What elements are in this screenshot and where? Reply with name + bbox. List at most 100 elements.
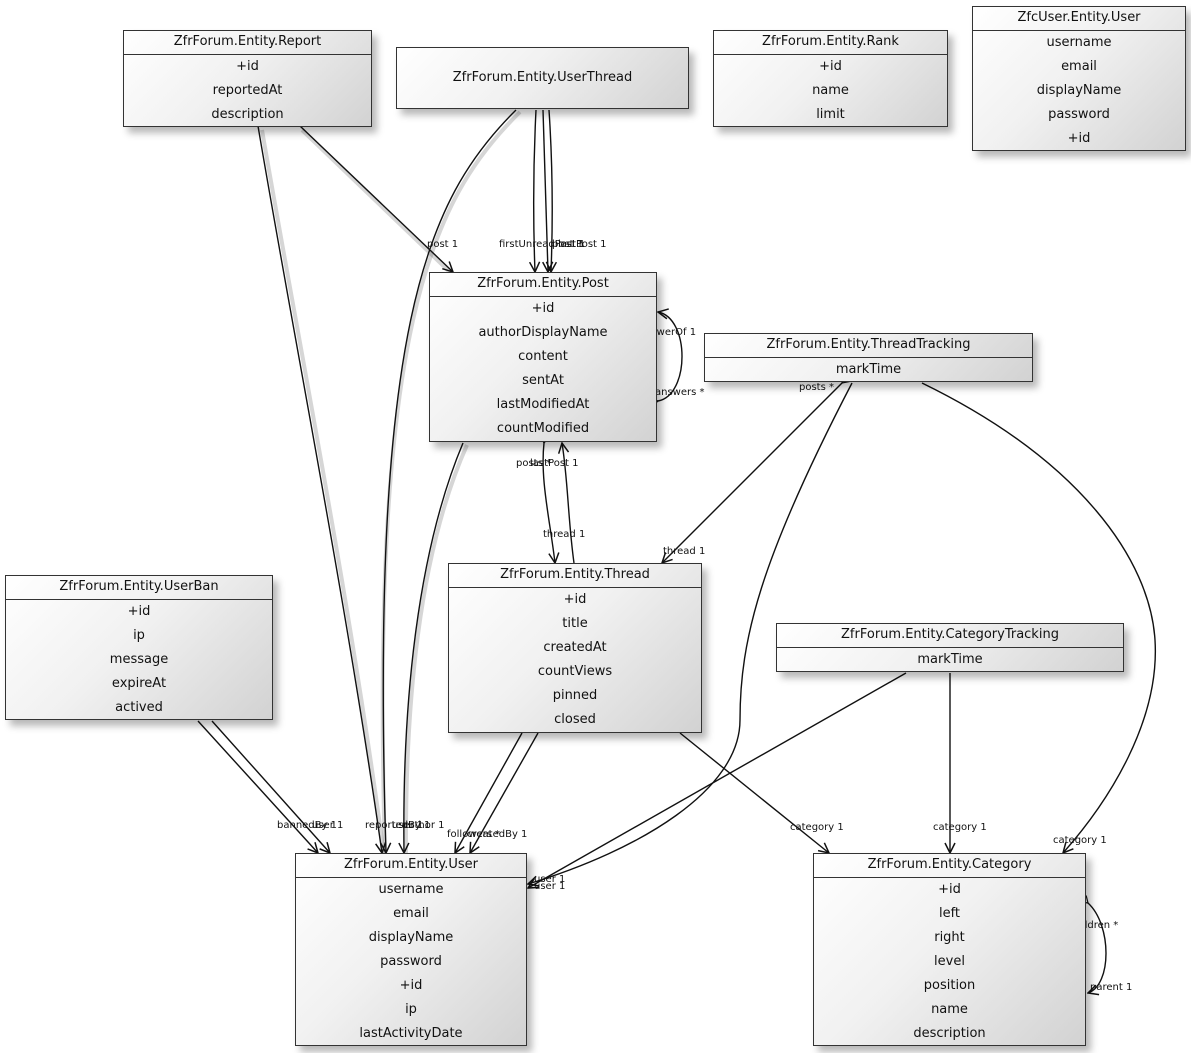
entity-attribute: lastActivityDate <box>359 1026 463 1041</box>
entity-attribute: +id <box>399 978 423 993</box>
label-post-thread: thread 1 <box>543 529 585 540</box>
edge-report-user <box>257 125 382 853</box>
entity-attribute: password <box>1048 107 1110 122</box>
label-tracking-thread: thread 1 <box>663 546 705 557</box>
entity-attribute: message <box>109 652 169 667</box>
entity-attribute: right <box>934 930 965 945</box>
label-post-author: author 1 <box>402 820 445 831</box>
entity-attribute: +id <box>531 301 555 316</box>
label-report-user: user 1 <box>392 820 423 831</box>
edge-ban-bannedby <box>197 720 318 853</box>
label-category-children: children * <box>1070 920 1118 931</box>
label-post-answerof: answerOf 1 <box>639 327 696 338</box>
attribute-list: markTime <box>777 648 1123 672</box>
label-report-post: post 1 <box>427 239 458 250</box>
entity-attribute: countModified <box>496 421 590 436</box>
attribute-list: username email displayName password +id <box>973 31 1185 151</box>
edge-userthread-post-last <box>549 109 552 272</box>
entity-attribute: +id <box>236 59 259 74</box>
entity-attribute: reportedAt <box>212 83 283 98</box>
label-tracking-user: user 1 <box>534 874 565 885</box>
entity-title: ZfrForum.Entity.Post <box>430 273 656 297</box>
label-cattracking-category: category 1 <box>933 822 987 833</box>
attribute-list: +id ip message expireAt actived <box>6 600 272 720</box>
label-post-thread-posts: posts * <box>516 458 551 469</box>
entity-attribute: displayName <box>368 930 454 945</box>
label-report-reportedby: reportedBy 1 <box>365 820 430 831</box>
label-thread-lastpost: lastPost 1 <box>530 458 579 469</box>
entity-report[interactable]: ZfrForum.Entity.Report +id reportedAt desc… <box>123 30 372 127</box>
entity-attribute: position <box>923 978 976 993</box>
entity-attribute: +id <box>1067 131 1091 146</box>
entity-attribute: +id <box>938 882 961 897</box>
entity-category-tracking[interactable]: ZfrForum.Entity.CategoryTracking markTim… <box>776 623 1124 672</box>
edge-thread-lastpost <box>562 443 575 564</box>
entity-thread-tracking[interactable]: ZfrForum.Entity.ThreadTracking markTime <box>704 333 1033 382</box>
entity-attribute: limit <box>816 107 845 122</box>
entity-attribute: content <box>518 349 568 364</box>
entity-attribute: actived <box>115 700 163 715</box>
entity-attribute: authorDisplayName <box>478 325 608 340</box>
label-cattracking-user: user 1 <box>534 881 565 892</box>
entity-attribute: displayName <box>1036 83 1122 98</box>
entity-attribute: name <box>931 1002 968 1017</box>
entity-attribute: sentAt <box>522 373 564 388</box>
label-userthread-first: firstUnreadPost 1 <box>499 239 585 250</box>
edge-post-author <box>404 442 464 853</box>
edge-cattracking-user <box>528 672 907 888</box>
entity-attribute: username <box>378 882 444 897</box>
edge-userthread-post <box>543 109 548 272</box>
entity-attribute: markTime <box>917 652 983 667</box>
entity-attribute: pinned <box>552 688 598 703</box>
edge-category-self <box>1088 903 1107 993</box>
attribute-list: markTime <box>705 358 1032 382</box>
entity-title: ZfrForum.Entity.CategoryTracking <box>777 624 1123 648</box>
entity-title: ZfrForum.Entity.UserThread <box>452 70 633 85</box>
label-userthread-post: post 1 <box>552 239 583 250</box>
entity-title: ZfrForum.Entity.UserBan <box>6 576 272 600</box>
entity-attribute: description <box>913 1026 986 1041</box>
label-ban-bannedby: bannedBy 1 <box>277 820 337 831</box>
entity-attribute: lastModifiedAt <box>496 397 590 412</box>
edge-tracking-user <box>528 382 853 884</box>
label-thread-createdby: createdBy 1 <box>467 829 527 840</box>
entity-attribute: expireAt <box>111 676 167 691</box>
edge-tracking-thread <box>662 383 842 563</box>
entity-attribute: email <box>1061 59 1097 74</box>
entity-attribute: description <box>211 107 284 122</box>
entity-attribute: +id <box>127 604 151 619</box>
entity-user-thread[interactable]: ZfrForum.Entity.UserThread <box>396 47 689 109</box>
entity-title: ZfrForum.Entity.Rank <box>714 31 947 55</box>
entity-title: ZfrForum.Entity.Thread <box>449 564 701 588</box>
label-userthread-last: lastPost 1 <box>558 239 607 250</box>
entity-attribute: ip <box>405 1002 417 1017</box>
edge-tracking-category <box>921 382 1157 853</box>
edge-post-thread-posts <box>543 443 555 563</box>
label-category-parent: parent 1 <box>1090 982 1132 993</box>
label-ban-user: user 1 <box>312 820 343 831</box>
edge-userthread-post-first <box>534 109 536 272</box>
edge-report-post <box>299 125 453 272</box>
entity-title: ZfrForum.Entity.Category <box>814 854 1085 878</box>
entity-attribute: username <box>1046 35 1112 50</box>
entity-attribute: ip <box>133 628 145 643</box>
entity-attribute: left <box>938 906 961 921</box>
entity-title: ZfrForum.Entity.Report <box>124 31 371 55</box>
attribute-list: +id authorDisplayName content sentAt lastMod… <box>430 297 656 441</box>
entity-post[interactable]: ZfrForum.Entity.Post +id authorDisplayNam… <box>429 272 657 442</box>
entity-title: ZfrForum.Entity.ThreadTracking <box>705 334 1032 358</box>
entity-attribute: +id <box>819 59 842 74</box>
label-tracking-posts: posts * <box>799 382 834 393</box>
entity-attribute: countViews <box>537 664 613 679</box>
entity-attribute: +id <box>563 592 587 607</box>
entity-user-ban[interactable]: ZfrForum.Entity.UserBan +id ip message expi… <box>5 575 273 720</box>
entity-attribute: email <box>393 906 429 921</box>
